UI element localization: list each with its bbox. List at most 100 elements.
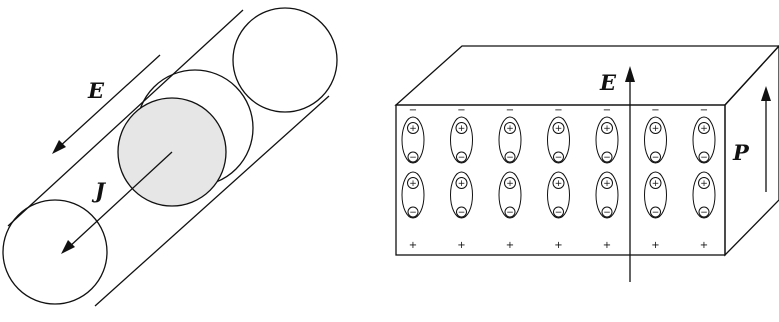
dielectric-slab-figure: − + + − + − − + + − + − − + + − + − − + + − + − − + + − + − − + + − + − − + + −…	[394, 45, 779, 282]
dipole-positive-sign: +	[603, 179, 611, 189]
surface-positive-charge: +	[700, 240, 708, 251]
dipole-negative-circle	[698, 151, 710, 163]
dipole-ellipse	[644, 171, 667, 219]
dipole-positive-sign: +	[409, 179, 417, 189]
polarization-label: P	[732, 140, 750, 165]
cylinder-back-end	[232, 7, 338, 113]
e-field-arrow-line	[57, 54, 161, 149]
dipole-ellipse	[692, 116, 716, 164]
dipole-grid: − + + − + − − + + − + − − + + − + − − + + − + − − + + − + − − + + − + − − + + −…	[401, 105, 716, 251]
dipole-negative-circle	[407, 206, 419, 218]
dipole-negative-sign: −	[458, 153, 466, 163]
surface-positive-charge: +	[457, 240, 465, 251]
dipole-negative-circle	[456, 206, 467, 218]
cylinder-front-end	[2, 199, 108, 305]
surface-negative-charge: −	[651, 105, 659, 116]
dipole-positive-circle	[698, 122, 710, 134]
dipole-positive-circle	[504, 122, 516, 134]
dipole-ellipse	[547, 171, 570, 219]
dipole-negative-sign: −	[506, 153, 514, 163]
dipole-positive-circle	[601, 177, 613, 189]
dipole-negative-sign: −	[409, 208, 417, 218]
dipole-positive-circle	[698, 177, 710, 189]
dipole-positive-sign: +	[700, 179, 708, 189]
dipole-ellipse	[595, 171, 619, 219]
slab-e-field-label: E	[599, 70, 617, 95]
cylinder-figure: E J	[2, 7, 338, 307]
dipole-ellipse	[401, 171, 425, 219]
dipole-negative-sign: −	[555, 208, 563, 218]
dipole-positive-circle	[455, 177, 468, 189]
surface-positive-charge: +	[651, 240, 659, 251]
dipole-negative-sign: −	[603, 153, 611, 163]
dipole-negative-sign: −	[652, 208, 660, 218]
cylinder-bottom-edge	[94, 95, 330, 307]
dipole-negative-circle	[650, 206, 661, 218]
dipole-negative-sign: −	[458, 208, 466, 218]
dipole-positive-sign: +	[506, 124, 514, 134]
dipole-positive-circle	[455, 122, 468, 134]
polarization-arrowhead	[761, 86, 771, 101]
dipole-negative-circle	[601, 206, 613, 218]
surface-negative-charge: −	[700, 105, 708, 116]
dipole-positive-circle	[552, 177, 565, 189]
dipole-positive-sign: +	[555, 179, 563, 189]
dipole-negative-circle	[601, 151, 613, 163]
current-density-arrow-line	[67, 151, 173, 249]
dipole-ellipse	[595, 116, 619, 164]
surface-positive-charge: +	[603, 240, 611, 251]
e-field-arrowhead	[52, 140, 66, 154]
slab-e-field-arrowhead	[625, 66, 635, 82]
dipole-negative-sign: −	[700, 208, 708, 218]
dipole-negative-circle	[698, 206, 710, 218]
dipole-negative-circle	[504, 151, 516, 163]
slab-top-face	[394, 45, 779, 106]
e-field-label: E	[87, 78, 105, 103]
dipole-positive-sign: +	[652, 124, 660, 134]
dipole-ellipse	[692, 171, 716, 219]
dipole-positive-sign: +	[700, 124, 708, 134]
dipole-positive-circle	[504, 177, 516, 189]
dipole-ellipse	[644, 116, 667, 164]
surface-negative-charge: −	[457, 105, 465, 116]
dipole-negative-circle	[504, 206, 516, 218]
dipole-positive-sign: +	[506, 179, 514, 189]
surface-negative-charge: −	[603, 105, 611, 116]
dipole-ellipse	[498, 116, 522, 164]
dipole-negative-sign: −	[700, 153, 708, 163]
dipole-positive-circle	[601, 122, 613, 134]
dipole-positive-sign: +	[603, 124, 611, 134]
dipole-positive-circle	[407, 122, 419, 134]
dipole-positive-circle	[649, 122, 662, 134]
current-density-label: J	[91, 178, 107, 203]
dipole-negative-sign: −	[652, 153, 660, 163]
dipole-positive-sign: +	[409, 124, 417, 134]
dipole-negative-sign: −	[506, 208, 514, 218]
dipole-positive-sign: +	[458, 124, 466, 134]
surface-negative-charge: −	[554, 105, 562, 116]
dipole-ellipse	[450, 171, 473, 219]
dipole-negative-circle	[553, 206, 564, 218]
dipole-ellipse	[498, 171, 522, 219]
dipole-negative-circle	[407, 151, 419, 163]
dipole-negative-circle	[456, 151, 467, 163]
dipole-negative-circle	[553, 151, 564, 163]
dipole-positive-circle	[407, 177, 419, 189]
dipole-ellipse	[450, 116, 473, 164]
slab-front-face	[395, 104, 726, 256]
dipole-positive-circle	[552, 122, 565, 134]
surface-positive-charge: +	[506, 240, 514, 251]
cylinder-top-edge	[7, 9, 244, 227]
surface-positive-charge: +	[554, 240, 562, 251]
surface-negative-charge: −	[409, 105, 417, 116]
dipole-negative-sign: −	[603, 208, 611, 218]
dipole-positive-sign: +	[555, 124, 563, 134]
dipole-negative-circle	[650, 151, 661, 163]
surface-negative-charge: −	[506, 105, 514, 116]
dipole-ellipse	[401, 116, 425, 164]
dipole-positive-circle	[649, 177, 662, 189]
dipole-negative-sign: −	[555, 153, 563, 163]
surface-positive-charge: +	[409, 240, 417, 251]
dipole-positive-sign: +	[458, 179, 466, 189]
